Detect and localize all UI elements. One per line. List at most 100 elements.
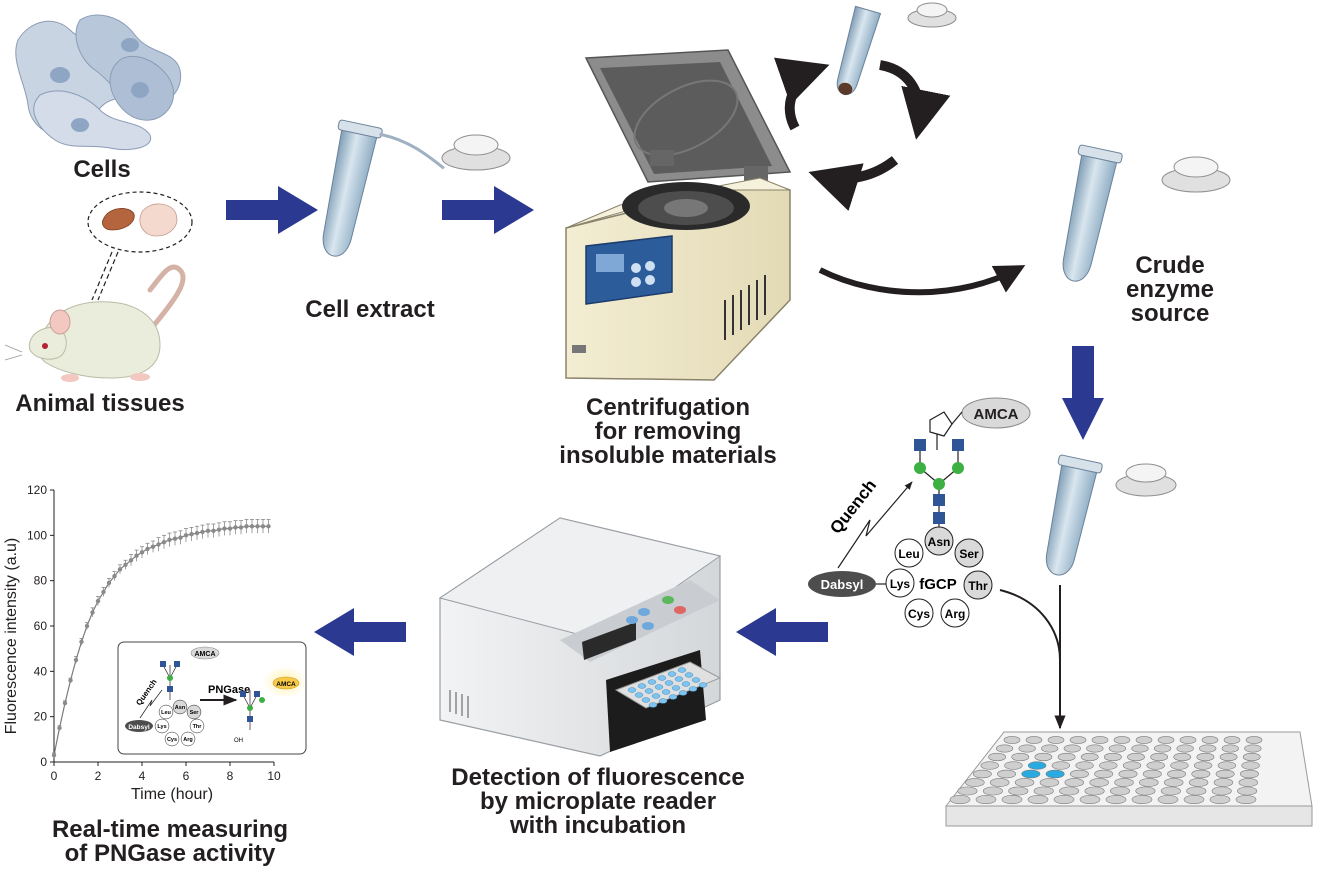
- inset-leu: Leu: [161, 710, 171, 716]
- data-point: [101, 589, 106, 595]
- well: [1196, 752, 1215, 762]
- well: [989, 778, 1010, 787]
- cell-extract-label: Cell extract: [305, 296, 435, 323]
- reader-well: [648, 702, 658, 708]
- well: [1001, 794, 1023, 804]
- reader-well: [637, 683, 647, 689]
- well: [1242, 752, 1261, 762]
- tube-cap-4: [1115, 463, 1177, 497]
- reader-well: [647, 679, 657, 685]
- inset-cys: Cys: [167, 737, 177, 743]
- reader-well: [688, 686, 698, 692]
- reader-well: [674, 676, 684, 682]
- well: [1131, 744, 1149, 753]
- well: [1217, 761, 1237, 770]
- data-point: [117, 567, 123, 572]
- well: [1188, 778, 1209, 787]
- data-point: [156, 542, 161, 547]
- well: [988, 752, 1007, 762]
- x-tick-label: 6: [183, 769, 190, 783]
- well: [1244, 744, 1262, 753]
- mouse-illustration: [4, 264, 186, 382]
- reader-well: [684, 672, 694, 678]
- series-line: [53, 525, 269, 756]
- residue-ser: Ser: [959, 547, 979, 561]
- well: [1059, 786, 1080, 796]
- well: [1235, 794, 1257, 804]
- data-point: [249, 524, 255, 529]
- reader-well: [691, 677, 701, 683]
- blue-arrow-1: [226, 186, 318, 234]
- well: [1241, 761, 1260, 770]
- data-point: [95, 598, 101, 604]
- well: [1221, 744, 1239, 753]
- well: [1239, 769, 1259, 779]
- y-tick-label: 0: [40, 755, 47, 769]
- well: [1079, 794, 1101, 804]
- well: [1223, 736, 1241, 744]
- data-point: [128, 558, 134, 563]
- reader-well: [667, 671, 677, 677]
- data-point: [90, 610, 95, 615]
- reader-well: [664, 680, 674, 686]
- data-point: [51, 753, 57, 758]
- inset-lys: Lys: [157, 724, 166, 730]
- inset-ser: Ser: [190, 710, 200, 716]
- y-tick-label: 60: [34, 619, 48, 633]
- well: [1047, 736, 1065, 744]
- well: [1011, 752, 1030, 762]
- well: [1135, 786, 1156, 796]
- well: [1033, 786, 1054, 796]
- well: [1045, 769, 1065, 779]
- tube-cap-1: [441, 134, 511, 171]
- well: [1209, 794, 1231, 804]
- well: [1041, 744, 1059, 753]
- well: [1004, 761, 1023, 770]
- x-tick-label: 4: [139, 769, 146, 783]
- reader-well: [698, 682, 708, 688]
- well: [1118, 769, 1138, 779]
- blue-arrow-down: [1062, 346, 1104, 440]
- reader-well: [658, 698, 668, 704]
- well: [1183, 794, 1205, 804]
- data-point: [73, 657, 79, 663]
- data-point: [194, 530, 200, 536]
- well: [982, 786, 1003, 796]
- data-point: [145, 546, 150, 552]
- well: [1014, 778, 1035, 787]
- tube-centrifuged: [836, 5, 882, 96]
- well: [1150, 752, 1169, 762]
- data-point: [255, 524, 260, 529]
- data-point: [227, 526, 233, 531]
- peptide-name: fGCP: [919, 576, 957, 593]
- well: [1245, 736, 1263, 744]
- reader-well: [634, 692, 644, 698]
- x-tick-label: 8: [227, 769, 234, 783]
- data-point: [57, 725, 62, 731]
- y-tick-label: 100: [27, 528, 47, 542]
- well: [957, 786, 978, 796]
- blue-arrow-left-1: [736, 608, 828, 656]
- well: [1135, 736, 1153, 744]
- tube-cap-2: [1161, 156, 1231, 193]
- data-point: [172, 536, 178, 541]
- residue-lys: Lys: [890, 577, 911, 591]
- data-point: [178, 535, 183, 540]
- well: [1131, 794, 1153, 804]
- well: [1105, 794, 1127, 804]
- well: [1008, 786, 1029, 796]
- well: [1238, 778, 1259, 787]
- well: [1191, 769, 1211, 779]
- well: [1109, 786, 1131, 796]
- reader-well: [668, 694, 678, 700]
- detection-label: Detection of fluorescence by microplate …: [451, 764, 745, 839]
- centrifugation-label: Centrifugation for removing insoluble ma…: [559, 394, 777, 469]
- dabsyl-label: Dabsyl: [821, 577, 864, 592]
- data-point: [222, 526, 227, 531]
- x-tick-label: 10: [267, 769, 281, 783]
- well: [1091, 736, 1109, 744]
- well: [1027, 761, 1047, 770]
- probe-structure: AMCA Asn Leu Ser Lys Thr: [808, 397, 1031, 628]
